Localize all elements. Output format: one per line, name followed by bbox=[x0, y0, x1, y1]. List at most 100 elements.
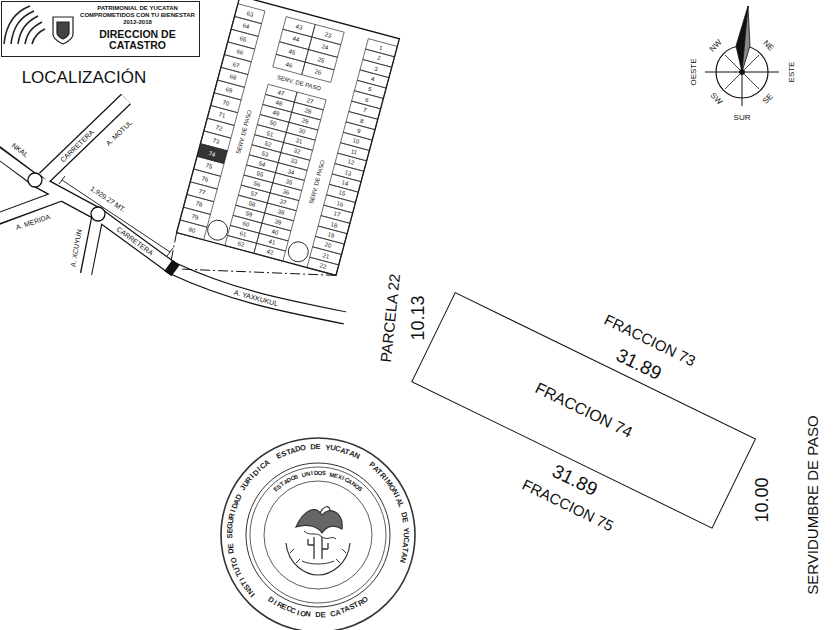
lot-number: 32 bbox=[293, 148, 301, 156]
side-length: 10.13 bbox=[409, 295, 427, 340]
lot-number: 30 bbox=[298, 127, 306, 135]
lot-number: 22 bbox=[319, 263, 327, 271]
lot-number: 21 bbox=[322, 252, 330, 260]
road-name: NKAL bbox=[11, 142, 30, 159]
lot-number: 18 bbox=[330, 221, 338, 229]
lot-number: 41 bbox=[268, 238, 276, 246]
lot-number: 38 bbox=[276, 208, 284, 216]
lot-number: 1 bbox=[379, 44, 384, 51]
lot-number: 62 bbox=[237, 241, 245, 249]
lot-number: 69 bbox=[225, 86, 233, 94]
lot-outline bbox=[340, 132, 372, 150]
lot-outline bbox=[255, 125, 287, 143]
seal-text: ESTADO DE YUCATAN bbox=[208, 425, 428, 630]
lot-outline bbox=[324, 195, 356, 213]
lot-outline bbox=[338, 143, 370, 161]
lot-outline bbox=[279, 29, 311, 49]
compass-point: SUR bbox=[734, 114, 751, 122]
lot-outline bbox=[267, 193, 299, 211]
seal-text: INSTITUTO DE SEGURIDAD JURIDICA bbox=[208, 425, 428, 630]
lot-number: 70 bbox=[222, 99, 230, 107]
lot-outline bbox=[278, 153, 310, 171]
lot-number: 64 bbox=[242, 23, 250, 31]
subdivision-plan bbox=[177, 0, 400, 275]
lot-outline bbox=[276, 42, 308, 62]
lot-outline bbox=[241, 175, 273, 193]
lot-number: 52 bbox=[264, 140, 272, 148]
lot-number: 59 bbox=[245, 210, 253, 218]
lot-outline bbox=[265, 203, 297, 221]
lot-number: 66 bbox=[236, 48, 244, 56]
lot-outline bbox=[270, 183, 302, 201]
lot-number: 5 bbox=[368, 86, 373, 93]
lot-number: 36 bbox=[282, 188, 290, 196]
lot-number: 60 bbox=[242, 221, 250, 229]
lot-outline bbox=[283, 17, 315, 37]
lot-number: 40 bbox=[271, 228, 279, 236]
lot-outline bbox=[307, 257, 339, 275]
lot-outline bbox=[177, 220, 207, 240]
agency-line: 2012-2018 bbox=[80, 19, 195, 26]
lot-number: 25 bbox=[317, 56, 325, 64]
lot-outline bbox=[233, 205, 265, 223]
lot-outline bbox=[352, 91, 384, 109]
lot-number: 39 bbox=[274, 218, 282, 226]
lot-number: 49 bbox=[272, 110, 280, 118]
lot-number: 50 bbox=[269, 120, 277, 128]
lot-outline bbox=[327, 184, 359, 202]
lot-outline bbox=[238, 185, 270, 203]
lot-number: 51 bbox=[266, 130, 274, 138]
lot-number: 31 bbox=[295, 138, 303, 146]
lot-outline bbox=[263, 94, 295, 112]
lot-number: 23 bbox=[324, 31, 332, 39]
lot-outline bbox=[228, 225, 260, 243]
lot-number: 15 bbox=[338, 190, 346, 198]
lot-number: 43 bbox=[295, 23, 303, 31]
lot-outline bbox=[252, 135, 284, 153]
compass-point: ESTE bbox=[788, 62, 796, 83]
lot-number: 47 bbox=[277, 89, 285, 97]
lot-outline bbox=[363, 49, 395, 67]
lot-number: 11 bbox=[350, 148, 358, 155]
lot-outline bbox=[294, 92, 326, 110]
lot-number: 17 bbox=[333, 210, 341, 218]
road-name: A. XCUYUN bbox=[69, 229, 83, 268]
lot-number: 45 bbox=[288, 48, 296, 56]
lot-outline bbox=[366, 39, 398, 57]
lot-number: 68 bbox=[229, 74, 237, 82]
lot-number: 20 bbox=[324, 242, 332, 250]
lot-number: 37 bbox=[279, 198, 287, 206]
lot-outline bbox=[265, 84, 297, 102]
lot-outline bbox=[275, 163, 307, 181]
side-length: 10.00 bbox=[753, 477, 771, 522]
site-marker bbox=[164, 260, 180, 277]
lot-outline bbox=[318, 216, 350, 234]
lot-number: 80 bbox=[188, 226, 196, 234]
lot-number: 3 bbox=[373, 65, 378, 72]
lot-number: 7 bbox=[362, 107, 367, 114]
lot-number: 44 bbox=[292, 36, 300, 44]
lot-number: 58 bbox=[248, 200, 256, 208]
easement-label: SERV. DE PASO bbox=[277, 75, 322, 93]
neighbor-name: SERVIDUMBRE DE PASO bbox=[805, 415, 820, 595]
lot-outline bbox=[225, 236, 257, 254]
lot-number: 33 bbox=[290, 158, 298, 166]
lot-number: 26 bbox=[314, 68, 322, 76]
lot-number: 14 bbox=[341, 179, 349, 187]
lot-number: 10 bbox=[352, 138, 360, 146]
lot-outline bbox=[246, 155, 278, 173]
lot-outline bbox=[259, 223, 291, 241]
roundabout bbox=[91, 207, 105, 221]
lot-number: 13 bbox=[344, 169, 352, 177]
lot-number: 73 bbox=[212, 137, 220, 145]
seal-text: DIRECCION DE CATASTRO bbox=[208, 425, 428, 630]
lot-number: 6 bbox=[365, 96, 370, 103]
fraction-name: FRACCION 74 bbox=[532, 379, 635, 441]
compass-rose bbox=[705, 6, 779, 106]
lot-outline bbox=[308, 37, 340, 57]
easement-label: SERV. DE PASO bbox=[308, 160, 326, 205]
agency-logo bbox=[4, 6, 45, 44]
lot-number: 29 bbox=[301, 117, 309, 125]
compass-point: NW bbox=[708, 38, 723, 53]
lot-number: 63 bbox=[246, 10, 254, 18]
